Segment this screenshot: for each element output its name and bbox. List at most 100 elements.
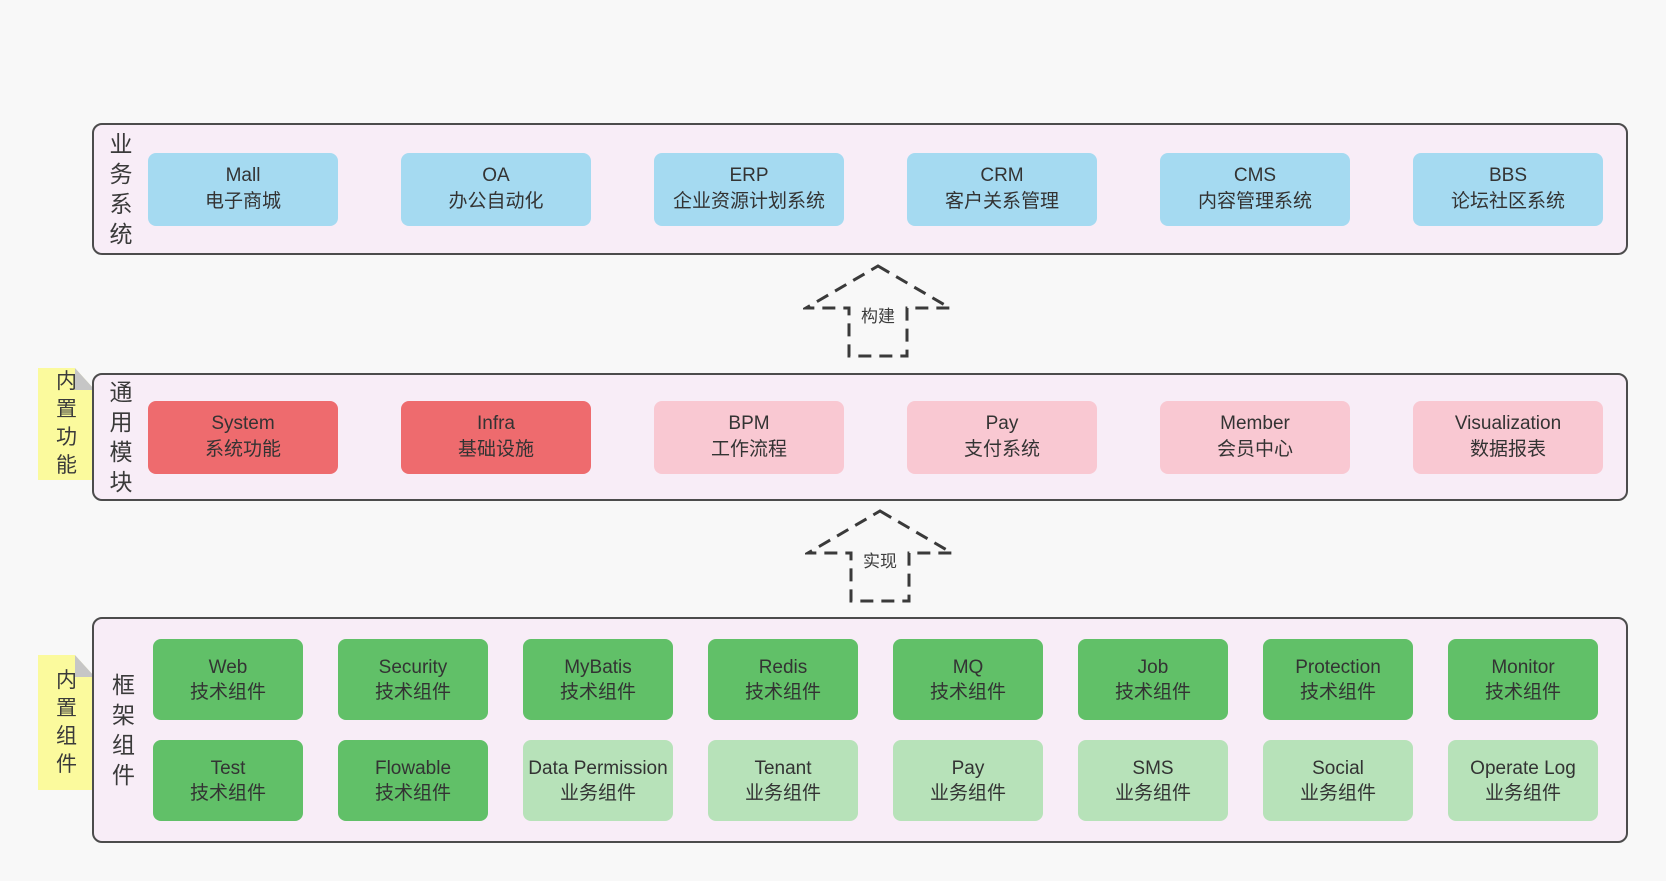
box-cms: CMS 内容管理系统 [1160,152,1350,226]
box-title: CRM [980,165,1024,186]
box-member: Member 会员中心 [1160,400,1350,474]
layer-framework-components: 框架组件 Web 技术组件 Security 技术组件 MyBatis 技术组件… [92,617,1628,843]
box-subtitle: 支付系统 [963,439,1040,460]
arrow-implement: 实现 [805,508,955,604]
box-subtitle: 办公自动化 [448,191,544,212]
box-title: CMS [1233,165,1277,186]
box-subtitle: 论坛社区系统 [1450,191,1565,212]
box-subtitle: 业务组件 [929,782,1006,804]
box-tenant: Tenant 业务组件 [708,740,858,821]
box-system: System 系统功能 [148,400,338,474]
box-title: MQ [952,656,984,678]
box-subtitle: 业务组件 [744,782,821,804]
box-title: Pay [951,757,985,779]
box-subtitle: 客户关系管理 [944,191,1059,212]
box-subtitle: 技术组件 [744,681,821,703]
component-row-1: Web 技术组件 Security 技术组件 MyBatis 技术组件 Redi… [153,639,1598,720]
layer-label-column: 框架组件 [94,619,153,841]
box-pay: Pay 支付系统 [907,400,1097,474]
box-job: Job 技术组件 [1078,639,1228,720]
arrow-label: 构建 [859,302,897,327]
box-redis: Redis 技术组件 [708,639,858,720]
box-subtitle: 技术组件 [1484,681,1561,703]
box-sms: SMS 业务组件 [1078,740,1228,821]
component-row-2: Test 技术组件 Flowable 技术组件 Data Permission … [153,740,1598,821]
box-title: SMS [1132,757,1174,779]
box-subtitle: 系统功能 [204,439,281,460]
box-monitor: Monitor 技术组件 [1448,639,1598,720]
box-title: Redis [758,656,808,678]
box-title: Pay [985,413,1019,434]
box-title: Visualization [1454,413,1562,434]
box-subtitle: 技术组件 [929,681,1006,703]
layer-common-modules: 通用模块 System 系统功能 Infra 基础设施 BPM 工作流程 Pay… [92,373,1628,501]
box-subtitle: 业务组件 [1114,782,1191,804]
layer-business-systems: 业务系统 Mall 电子商城 OA 办公自动化 ERP 企业资源计划系统 CRM… [92,123,1628,255]
box-subtitle: 企业资源计划系统 [672,191,825,212]
box-crm: CRM 客户关系管理 [907,152,1097,226]
layer-label-column: 通用模块 [94,375,148,499]
box-social: Social 业务组件 [1263,740,1413,821]
box-title: Mall [225,165,261,186]
box-title: Member [1220,413,1290,434]
business-boxes: Mall 电子商城 OA 办公自动化 ERP 企业资源计划系统 CRM 客户关系… [148,125,1626,253]
box-test: Test 技术组件 [153,740,303,821]
box-operate-log: Operate Log 业务组件 [1448,740,1598,821]
box-title: Job [1137,656,1169,678]
box-subtitle: 技术组件 [559,681,636,703]
box-flowable: Flowable 技术组件 [338,740,488,821]
box-title: MyBatis [564,656,632,678]
layer-label: 业务系统 [109,131,133,247]
box-protection: Protection 技术组件 [1263,639,1413,720]
box-title: Web [208,656,248,678]
box-title: Protection [1295,656,1381,678]
box-mall: Mall 电子商城 [148,152,338,226]
box-subtitle: 基础设施 [457,439,534,460]
box-subtitle: 业务组件 [1484,782,1561,804]
box-subtitle: 电子商城 [204,191,281,212]
component-grid: Web 技术组件 Security 技术组件 MyBatis 技术组件 Redi… [153,619,1626,841]
box-bpm: BPM 工作流程 [654,400,844,474]
box-bbs: BBS 论坛社区系统 [1413,152,1603,226]
layer-label-column: 业务系统 [94,125,148,253]
box-title: BPM [728,413,770,434]
box-oa: OA 办公自动化 [401,152,591,226]
box-subtitle: 业务组件 [559,782,636,804]
box-pay-business: Pay 业务组件 [893,740,1043,821]
box-subtitle: 技术组件 [189,681,266,703]
sticky-built-in-features: 内置功能 [38,368,95,480]
box-subtitle: 会员中心 [1216,439,1293,460]
box-subtitle: 技术组件 [189,782,266,804]
box-infra: Infra 基础设施 [401,400,591,474]
box-subtitle: 内容管理系统 [1197,191,1312,212]
box-erp: ERP 企业资源计划系统 [654,152,844,226]
box-subtitle: 数据报表 [1469,439,1546,460]
box-title: OA [482,165,510,186]
box-title: Social [1312,757,1364,779]
box-data-permission: Data Permission 业务组件 [523,740,673,821]
box-subtitle: 工作流程 [710,439,787,460]
box-title: ERP [729,165,769,186]
box-subtitle: 业务组件 [1299,782,1376,804]
box-title: Data Permission [528,757,668,779]
box-title: Tenant [754,757,812,779]
box-mq: MQ 技术组件 [893,639,1043,720]
box-title: Test [210,757,246,779]
arrow-build: 构建 [803,263,953,359]
arrow-label: 实现 [861,547,899,572]
box-title: Monitor [1491,656,1555,678]
box-title: BBS [1488,165,1528,186]
box-title: Flowable [374,757,452,779]
layer-label: 通用模块 [109,379,133,495]
box-subtitle: 技术组件 [374,782,451,804]
box-security: Security 技术组件 [338,639,488,720]
box-title: System [211,413,275,434]
box-title: Infra [476,413,516,434]
up-arrow-icon [805,509,955,603]
box-title: Security [378,656,448,678]
up-arrow-icon [803,264,953,358]
sticky-text: 内置功能 [56,370,77,477]
module-boxes: System 系统功能 Infra 基础设施 BPM 工作流程 Pay 支付系统… [148,375,1626,499]
box-title: Operate Log [1470,757,1576,779]
sticky-text: 内置组件 [56,668,77,776]
